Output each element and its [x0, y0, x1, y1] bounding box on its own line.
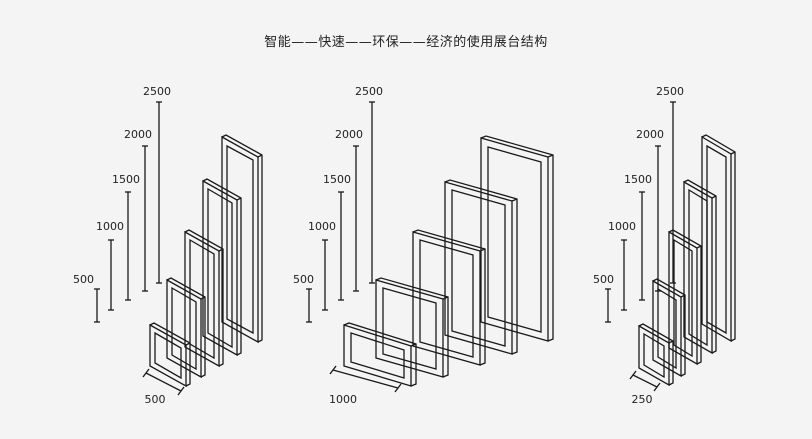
height-ruler-1000 — [108, 239, 114, 311]
height-ruler-500 — [94, 288, 100, 323]
height-ruler-2500 — [156, 101, 162, 284]
width-ruler — [629, 370, 661, 392]
labels-diagram-1: 500 1000 1500 2000 2500 500 — [73, 85, 171, 406]
frame-500 — [149, 322, 191, 388]
height-label-1500: 1500 — [624, 173, 652, 186]
frame-2000 — [444, 179, 518, 355]
height-label-2500: 2500 — [355, 85, 383, 98]
height-ruler-2000 — [655, 145, 661, 292]
diagram-width-1000 — [306, 101, 554, 393]
height-label-2500: 2500 — [656, 85, 684, 98]
height-ruler-2000 — [142, 145, 148, 292]
frame-2000 — [683, 179, 717, 355]
width-label: 500 — [145, 393, 166, 406]
diagram-width-500 — [94, 101, 263, 396]
height-label-2000: 2000 — [124, 128, 152, 141]
width-label: 1000 — [329, 393, 357, 406]
diagram-width-250 — [605, 101, 736, 392]
height-ruler-1000 — [621, 239, 627, 311]
frame-2500 — [221, 134, 263, 344]
frame-1500 — [668, 229, 702, 366]
frame-1000 — [375, 277, 449, 378]
height-ruler-1500 — [125, 191, 131, 301]
height-label-1500: 1500 — [112, 173, 140, 186]
height-label-500: 500 — [293, 273, 314, 286]
width-label: 250 — [632, 393, 653, 406]
height-ruler-2000 — [353, 145, 359, 292]
height-label-2000: 2000 — [335, 128, 363, 141]
height-label-1000: 1000 — [308, 220, 336, 233]
height-ruler-500 — [605, 288, 611, 323]
height-label-1000: 1000 — [608, 220, 636, 233]
labels-diagram-3: 500 1000 1500 2000 2500 250 — [593, 85, 684, 406]
height-ruler-1500 — [338, 191, 344, 301]
height-ruler-2500 — [670, 101, 676, 284]
height-label-1000: 1000 — [96, 220, 124, 233]
frame-1500 — [412, 229, 486, 366]
width-ruler — [329, 365, 402, 393]
frame-2000 — [202, 178, 242, 357]
page-title: 智能——快速——环保——经济的使用展台结构 — [264, 35, 548, 50]
height-ruler-1000 — [322, 239, 328, 311]
frame-500 — [343, 322, 417, 387]
height-label-500: 500 — [73, 273, 94, 286]
height-label-2500: 2500 — [143, 85, 171, 98]
height-ruler-2500 — [369, 101, 375, 284]
frame-500 — [638, 323, 674, 387]
height-label-2000: 2000 — [636, 128, 664, 141]
frame-1500 — [184, 229, 224, 368]
frame-2500 — [480, 135, 554, 342]
height-ruler-500 — [306, 288, 312, 323]
width-ruler — [142, 368, 185, 396]
labels-diagram-2: 500 1000 1500 2000 2500 1000 — [293, 85, 383, 406]
height-label-500: 500 — [593, 273, 614, 286]
height-ruler-1500 — [639, 191, 645, 301]
height-label-1500: 1500 — [323, 173, 351, 186]
